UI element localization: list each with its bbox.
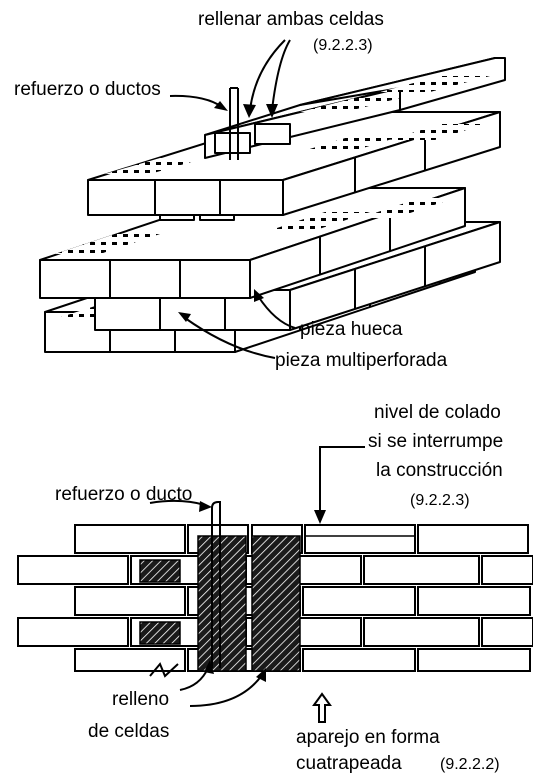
label-fill-cells: rellenar ambas celdas (198, 9, 384, 30)
arrowhead-cell-fill-right (256, 668, 266, 682)
label-pour-level-line3: la construcción (376, 460, 503, 481)
arrowhead-fill-cells-right (266, 104, 278, 118)
elevation-rebar (211, 501, 221, 668)
grouted-cells (139, 535, 301, 672)
reinforcing-bar (229, 87, 239, 160)
arrowhead-cell-fill-left (204, 660, 214, 674)
leader-cell-fill-right (189, 674, 263, 707)
label-pour-level-line1: nivel de colado (374, 402, 501, 423)
label-hollow-piece: pieza hueca (300, 319, 403, 340)
arrowhead-reinforcement-top (214, 101, 228, 111)
label-pour-level-line2: si se interrumpe (368, 431, 503, 452)
label-reinforcement-top: refuerzo o ductos (14, 79, 161, 100)
grouted-cell-c4a (139, 621, 181, 645)
isometric-wall (39, 57, 506, 353)
grouted-column-left (197, 535, 247, 672)
leader-fill-cells-right (271, 39, 291, 111)
bottom-leaders (149, 446, 365, 707)
label-fill-cells-ref: (9.2.2.3) (313, 37, 373, 54)
arrowhead-multiperforated (178, 312, 191, 322)
leader-pour-level (319, 446, 365, 515)
label-bond-ref: (9.2.2.2) (440, 756, 500, 773)
leader-multiperforated (184, 317, 276, 359)
label-bond-line2: cuatrapeada (296, 753, 402, 774)
grouted-cell-c2a (139, 559, 181, 583)
leader-fill-cells-left (249, 39, 286, 111)
course-top (204, 57, 506, 159)
top-leaders (169, 39, 296, 359)
grouted-column-right (251, 535, 301, 672)
label-multiperforated-piece: pieza multiperforada (275, 350, 448, 371)
label-bond-line1: aparejo en forma (296, 727, 440, 748)
arrowhead-reinforcement-bottom (199, 501, 212, 512)
label-cell-fill-line1: relleno (112, 689, 169, 710)
bond-arrow-icon (312, 692, 332, 723)
break-mark (149, 662, 179, 678)
leader-reinforcement-top (169, 94, 223, 108)
arrowhead-pour-level (314, 510, 326, 524)
label-pour-level-ref: (9.2.2.3) (410, 492, 470, 509)
label-cell-fill-line2: de celdas (88, 721, 169, 742)
arrowhead-hollow-piece (254, 289, 264, 302)
leader-hollow-piece (257, 295, 296, 329)
label-reinforcement-bottom: refuerzo o ducto (55, 484, 192, 505)
arrowhead-fill-cells-left (243, 104, 256, 118)
